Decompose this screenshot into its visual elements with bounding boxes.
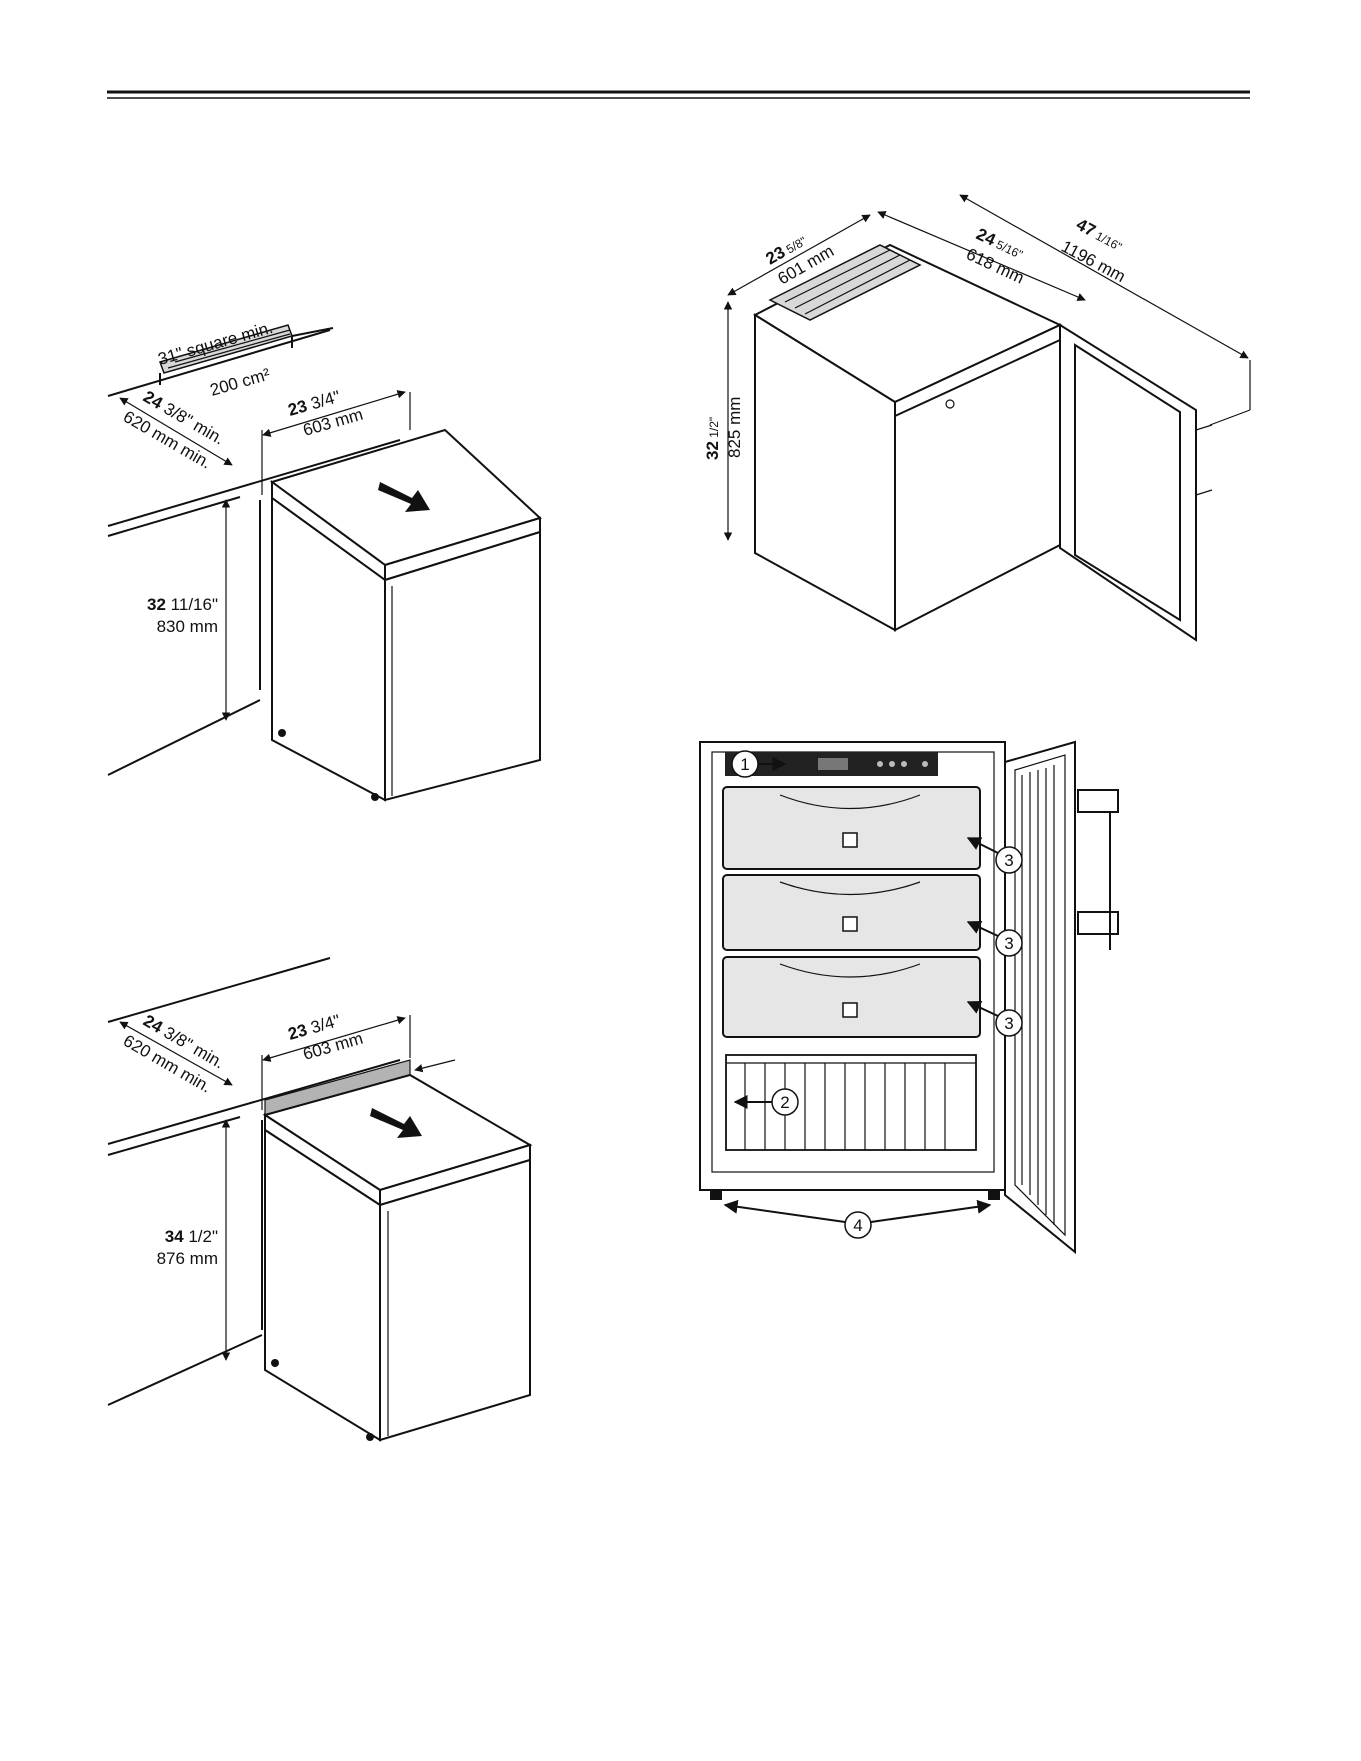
svg-text:3: 3 [1004,851,1013,870]
drawer-1 [723,787,980,869]
vent-area-label: 200 cm² [208,365,273,400]
height-dimension-mm: 830 mm [157,617,218,636]
svg-text:3: 3 [1004,1014,1013,1033]
svg-text:1: 1 [740,755,749,774]
height-dimension-inch: 32 11/16" [147,595,218,614]
height-dimension-inch: 32 1/2" [703,417,722,460]
drawer-3 [723,957,980,1037]
svg-text:3: 3 [1004,934,1013,953]
header-rule [107,92,1250,98]
svg-text:4: 4 [853,1216,862,1235]
figure-overall-dimensions: 23 5/8" 601 mm 24 5/16" 618 mm 47 1/16" … [703,195,1250,640]
drawer-2 [723,875,980,950]
height-dimension-inch: 34 1/2" [165,1227,218,1246]
height-dimension-mm: 825 mm [725,397,744,458]
height-dimension-mm: 876 mm [157,1249,218,1268]
callout-4: 4 [725,1205,990,1238]
figure-installation-vent: 31" square min. 200 cm² 24 3/8" min. 620… [108,318,540,801]
figure-appliance-interior: 1 3 3 3 2 4 [700,742,1118,1252]
appliance-body [265,1075,530,1441]
figure-installation-under-counter: 24 3/8" min. 620 mm min. 23 3/4" 603 mm … [108,958,530,1441]
svg-text:2: 2 [780,1093,789,1112]
appliance-body [272,430,540,801]
